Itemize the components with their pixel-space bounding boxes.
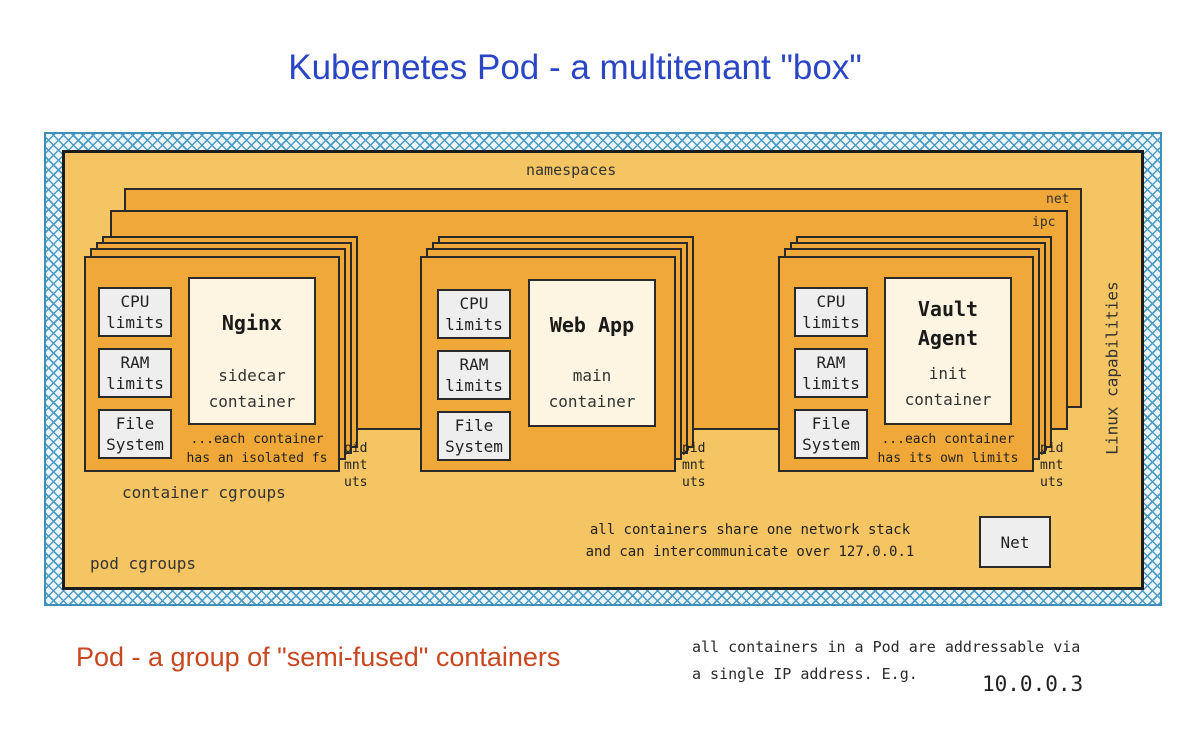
diagram-title: Kubernetes Pod - a multitenant "box": [288, 48, 862, 87]
container-cgroups-label: container cgroups: [122, 483, 286, 502]
vault-shared-namespaces-label: pid mnt uts: [1040, 441, 1064, 490]
vault-file-system: File System: [794, 409, 868, 459]
nginx-container-note: ...each container has an isolated fs: [186, 432, 328, 466]
vault-app-name: Vault Agent: [917, 297, 979, 350]
vault-container-note: ...each container has its own limits: [877, 432, 1019, 466]
webapp-ram-limits: RAM limits: [437, 350, 511, 400]
webapp-file-system: File System: [437, 411, 511, 461]
nginx-ram-limits: RAM limits: [98, 348, 172, 398]
nginx-app-card: Nginx sidecar container: [188, 277, 316, 425]
vault-cpu-limits: CPU limits: [794, 287, 868, 337]
diagram-subtitle: Pod - a group of "semi-fused" containers: [76, 642, 561, 672]
ipc-namespace-label: ipc: [1032, 215, 1056, 230]
vault-ram-limits: RAM limits: [794, 348, 868, 398]
vault-app-card: Vault Agent init container: [884, 277, 1012, 425]
linux-capabilities-label: Linux capabilities: [1102, 281, 1122, 455]
nginx-app-role: sidecar container: [208, 366, 296, 411]
webapp-app-name: Web App: [549, 313, 635, 337]
net-box: Net: [979, 516, 1051, 568]
nginx-cpu-limits: CPU limits: [98, 287, 172, 337]
webapp-shared-namespaces-label: pid mnt uts: [682, 441, 706, 490]
network-stack-note: all containers share one network stack a…: [585, 522, 915, 560]
address-note: all containers in a Pod are addressable …: [692, 638, 1081, 683]
webapp-app-role: main container: [548, 366, 636, 411]
pod-ip-address: 10.0.0.3: [982, 672, 1084, 696]
nginx-shared-namespaces-label: pid mnt uts: [344, 441, 368, 490]
net-namespace-label: net: [1046, 192, 1070, 207]
webapp-cpu-limits: CPU limits: [437, 289, 511, 339]
namespaces-label: namespaces: [526, 161, 617, 179]
webapp-app-card: Web App main container: [528, 279, 656, 427]
nginx-file-system: File System: [98, 409, 172, 459]
pod-cgroups-label: pod cgroups: [90, 554, 196, 573]
nginx-app-name: Nginx: [221, 311, 283, 335]
vault-app-role: init container: [904, 364, 992, 409]
